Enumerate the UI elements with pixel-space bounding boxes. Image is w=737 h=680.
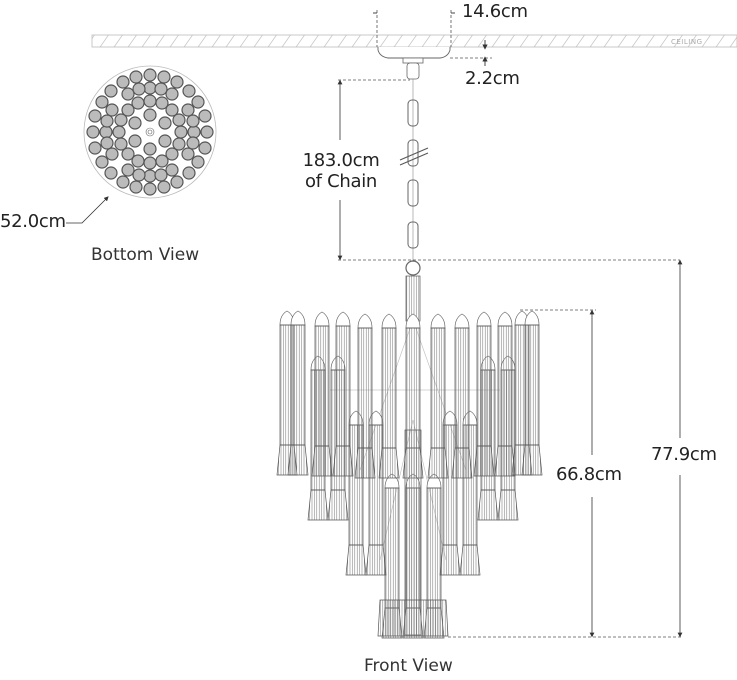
ceiling: [91, 34, 737, 48]
chain-length-suffix: of Chain: [304, 171, 378, 192]
canopy-height-label: 2.2cm: [465, 68, 520, 89]
ceiling-label: CEILING: [671, 38, 703, 46]
body-height-dimension: [448, 309, 682, 638]
chain-length-dimension: [337, 79, 680, 261]
canopy-width-label: 14.6cm: [462, 1, 528, 22]
chain-length-label: 183.0cm of Chain: [296, 150, 386, 192]
diameter-leader: [66, 196, 109, 224]
chain-length-value: 183.0cm: [302, 150, 380, 171]
overall-height-label: 77.9cm: [651, 444, 717, 465]
canopy-width-dimension: [373, 10, 455, 47]
bottom-view-drawing: [83, 65, 217, 199]
bottom-view-title: Bottom View: [91, 245, 200, 265]
chandelier-front-view: [276, 275, 543, 639]
body-height-label: 66.8cm: [556, 464, 622, 485]
bottom-diameter-label: 52.0cm: [0, 211, 66, 232]
canopy-height-dimension: [450, 40, 492, 66]
chain: [399, 79, 429, 276]
canopy: [377, 47, 451, 80]
front-view-title: Front View: [364, 656, 453, 676]
